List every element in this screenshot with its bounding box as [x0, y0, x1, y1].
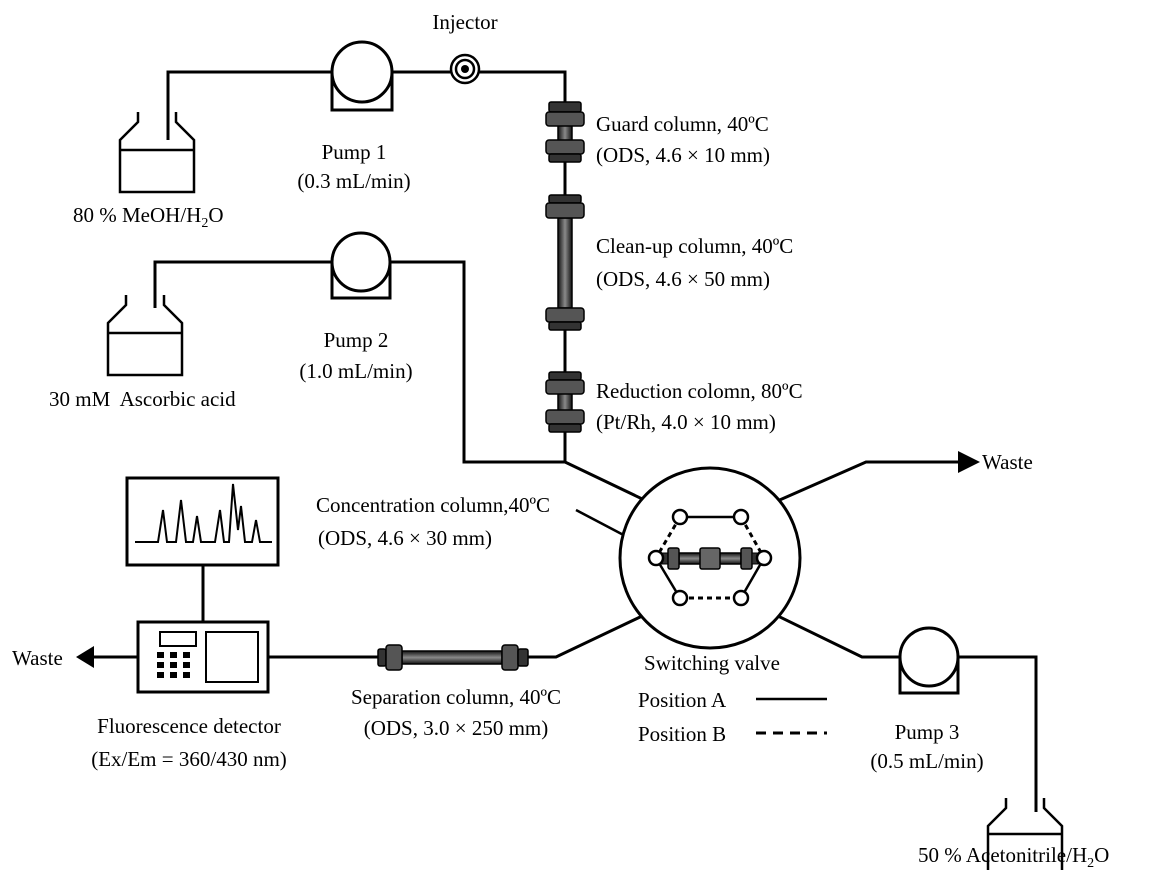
chromatogram-monitor-icon: [125, 476, 280, 567]
guard-column-name: Guard column, 40ºC: [596, 112, 769, 136]
reduction-column-spec: (Pt/Rh, 4.0 × 10 mm): [596, 410, 776, 434]
injector-label: Injector: [432, 10, 497, 34]
waste-top-arrowhead: [958, 451, 980, 473]
pump-1-rate: (0.3 mL/min): [297, 169, 410, 193]
separation-column-icon: [377, 644, 529, 671]
waste-left-arrowhead: [76, 646, 94, 668]
solvent-reservoir-1: [118, 112, 196, 194]
cleanup-column-spec: (ODS, 4.6 × 50 mm): [596, 267, 770, 291]
reduction-column-icon: [545, 371, 585, 433]
waste-top-label: Waste: [982, 450, 1033, 474]
guard-column-spec: (ODS, 4.6 × 10 mm): [596, 143, 770, 167]
tubing: [92, 70, 1038, 812]
injector-icon: [449, 53, 481, 85]
solvent-reservoir-2: [106, 295, 184, 377]
pump-2-name: Pump 2: [324, 328, 389, 352]
fluorescence-detector-icon: [136, 620, 270, 694]
solvent-reservoir-3: [986, 798, 1064, 870]
pump-2-icon: [330, 231, 392, 300]
switching-valve-label: Switching valve: [644, 651, 780, 675]
separation-column-spec: (ODS, 3.0 × 250 mm): [364, 716, 549, 740]
pump-3-icon: [898, 626, 960, 695]
pump-1-icon: [330, 40, 394, 112]
fluorescence-detector-spec: (Ex/Em = 360/430 nm): [91, 747, 287, 771]
switching-valve-icon: [618, 466, 802, 650]
fluorescence-detector-name: Fluorescence detector: [97, 714, 281, 738]
pump-1-name: Pump 1: [322, 140, 387, 164]
cleanup-column-name: Clean-up column, 40ºC: [596, 234, 793, 258]
cleanup-column-icon: [545, 194, 585, 331]
reduction-column-name: Reduction colomn, 80ºC: [596, 379, 803, 403]
separation-column-name: Separation column, 40ºC: [351, 685, 561, 709]
concentration-column-name: Concentration column,40ºC: [316, 493, 550, 517]
concentration-column-spec: (ODS, 4.6 × 30 mm): [318, 526, 492, 550]
solvent-1-label: 80 % MeOH/H2O: [73, 203, 224, 231]
pump-3-name: Pump 3: [895, 720, 960, 744]
pump-3-rate: (0.5 mL/min): [870, 749, 983, 773]
solvent-3-label: 50 % Acetonitrile/H2O: [918, 843, 1109, 870]
legend-position-a-label: Position A: [638, 688, 727, 712]
pump-2-rate: (1.0 mL/min): [299, 359, 412, 383]
guard-column-icon: [545, 101, 585, 163]
waste-left-label: Waste: [12, 646, 63, 670]
legend-position-b-label: Position B: [638, 722, 726, 746]
solvent-2-label: 30 mM Ascorbic acid: [49, 387, 236, 411]
